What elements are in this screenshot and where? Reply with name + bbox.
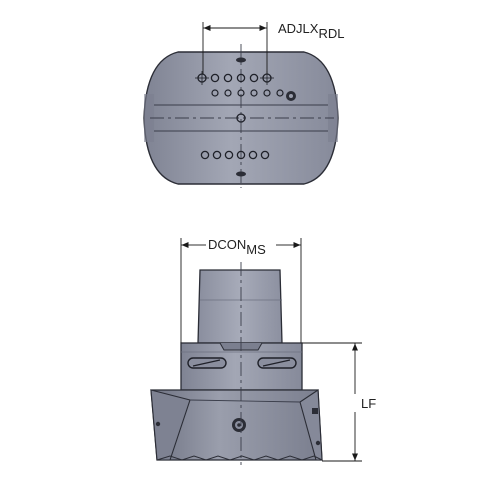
hole xyxy=(250,89,258,97)
top-view-body xyxy=(143,51,339,185)
hole xyxy=(263,89,271,97)
insert-right xyxy=(312,408,318,414)
hole xyxy=(212,150,222,160)
hole xyxy=(224,150,234,160)
head-center-screw xyxy=(232,418,246,432)
slot-right xyxy=(257,357,297,369)
hole xyxy=(260,150,270,160)
head-bottom-teeth xyxy=(156,455,323,461)
hole xyxy=(236,150,246,160)
pin-left xyxy=(155,421,161,427)
hole xyxy=(276,89,284,97)
top-view: ADJLXRDL xyxy=(143,21,344,188)
hole xyxy=(237,89,245,97)
dcon-dimension: DCONMS xyxy=(180,237,302,343)
adjlx-dimension: ADJLXRDL xyxy=(202,21,344,74)
top-slot-upper xyxy=(236,57,246,63)
shank xyxy=(197,269,283,344)
top-screw xyxy=(286,91,296,101)
hole xyxy=(249,73,259,83)
hole xyxy=(224,89,232,97)
pin-right xyxy=(315,440,321,446)
top-view-left-flat xyxy=(144,94,154,142)
top-slot-lower xyxy=(236,171,246,177)
slot-left xyxy=(187,357,227,369)
hole xyxy=(200,150,210,160)
side-view: DCONMS LF xyxy=(150,237,376,465)
hole xyxy=(236,73,246,83)
hole xyxy=(210,73,220,83)
head-upper-edge xyxy=(189,399,301,403)
hole xyxy=(211,89,219,97)
lf-dimension: LF xyxy=(302,342,376,462)
adjlx-label: ADJLXRDL xyxy=(278,21,344,41)
top-hole-row-middle xyxy=(211,89,284,97)
head-left-face xyxy=(150,389,191,461)
dcon-label: DCONMS xyxy=(208,237,266,257)
hole xyxy=(223,73,233,83)
hole xyxy=(248,150,258,160)
top-hole-row-lower xyxy=(200,150,270,160)
top-center-hole xyxy=(236,113,246,123)
lf-label: LF xyxy=(361,396,376,411)
